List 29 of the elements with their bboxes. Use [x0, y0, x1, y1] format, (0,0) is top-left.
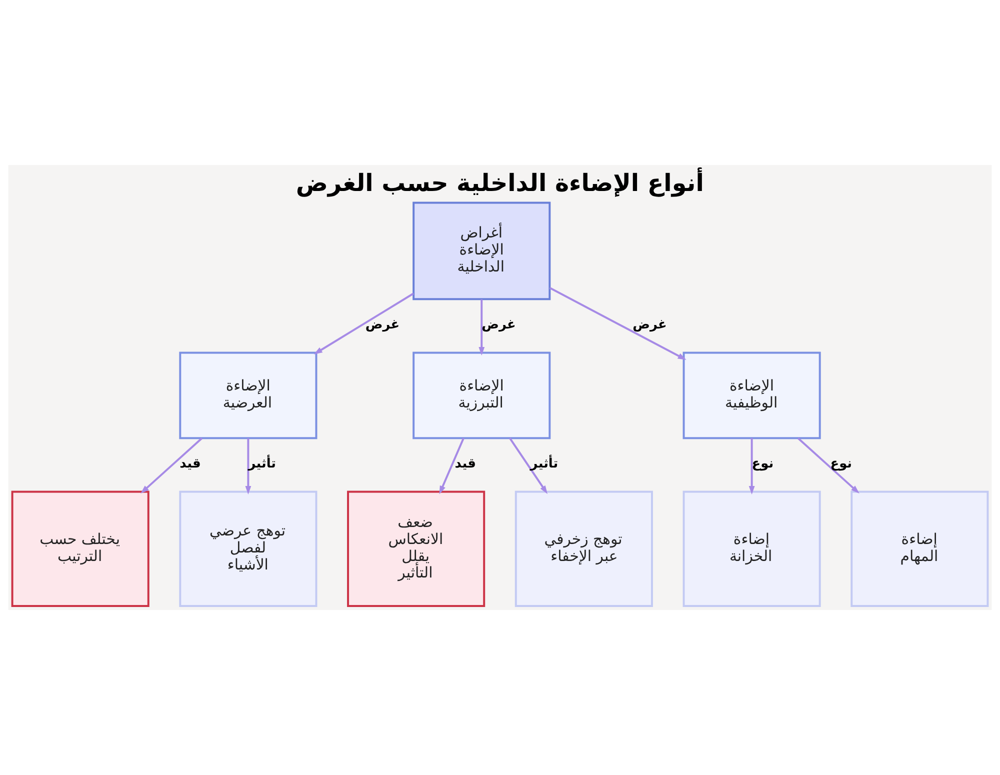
node-box: أغراض الإضاءة الداخلية [412, 202, 551, 300]
node-box: يختلف حسب الترتيب [11, 490, 150, 608]
node-box: إضاءة الخزانة [682, 490, 821, 608]
arrow [748, 438, 755, 495]
arrow [509, 438, 548, 494]
arrow [245, 438, 252, 495]
edge-label: قيد [454, 456, 476, 472]
diagram-title: أنواع الإضاءة الداخلية حسب الغرض [296, 169, 704, 198]
arrow [797, 438, 860, 494]
edge-label: تأثير [248, 456, 276, 472]
node-box: الإضاءة العرضية [179, 352, 318, 440]
node-box: ضعف الانعكاس يقلل التأثير [347, 490, 486, 608]
edge-label: غرض [365, 317, 400, 332]
node-box: الإضاءة التبرزية [412, 352, 551, 440]
node-box: توهج عرضي لفصل الأشياء [179, 490, 318, 608]
edge-label: نوع [830, 456, 852, 472]
arrow [140, 438, 203, 494]
arrow [478, 299, 485, 356]
arrow [314, 292, 414, 354]
node-box: الإضاءة الوظيفية [682, 352, 821, 440]
arrow [549, 287, 686, 360]
edge-label: غرض [632, 317, 667, 332]
edge-label: نوع [752, 456, 774, 472]
edge-label: قيد [180, 456, 201, 472]
node-box: إضاءة المهام [850, 490, 989, 608]
node-box: توهج زخرفي عبر الإخفاء [514, 490, 653, 608]
edge-label: غرض [482, 317, 516, 332]
edge-label: تأثير [530, 456, 558, 472]
arrow [439, 438, 464, 494]
